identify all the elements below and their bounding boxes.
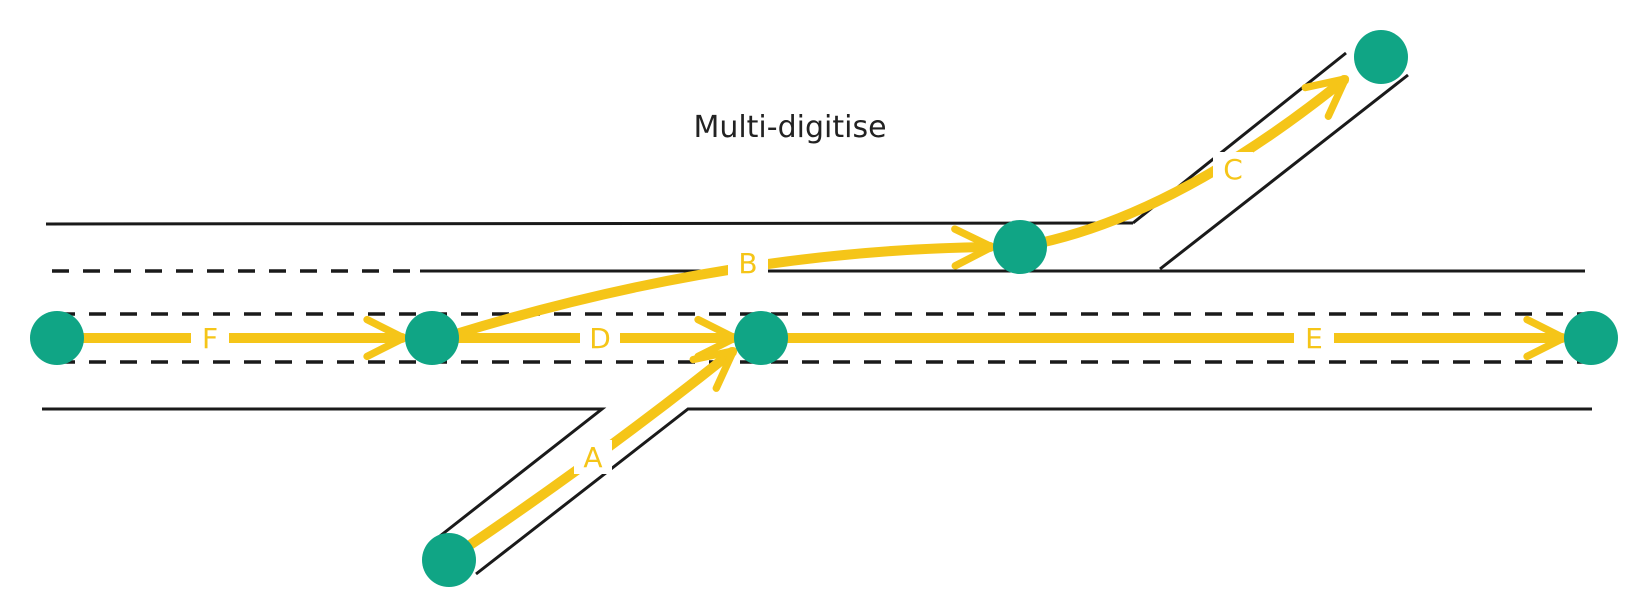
edge-labels: F D E B C A xyxy=(191,152,1334,474)
edge-b-arrow xyxy=(451,225,996,339)
edge-f-label-bg xyxy=(191,322,229,354)
edge-c-label-bg xyxy=(1213,152,1253,186)
road-bottom-right-edge xyxy=(475,407,1592,576)
edge-d-label: D xyxy=(589,322,611,355)
lane-markings xyxy=(52,269,1585,364)
road-top-edge xyxy=(45,221,1134,226)
edge-a-label-bg xyxy=(574,440,612,474)
edge-e-label: E xyxy=(1305,322,1323,355)
node-b-c-junction xyxy=(993,220,1047,274)
edge-d-label-bg xyxy=(580,322,620,354)
edge-a-label: A xyxy=(583,441,602,474)
node-f-d-junction xyxy=(405,311,459,365)
edge-e-label-bg xyxy=(1294,322,1334,354)
node-d-e-junction xyxy=(734,311,788,365)
edge-b-label-bg xyxy=(728,246,768,280)
edge-f-label: F xyxy=(202,322,218,355)
edge-c-arrow xyxy=(1035,75,1350,248)
node-east-end xyxy=(1564,311,1618,365)
edge-b-label: B xyxy=(738,247,757,280)
road-edges xyxy=(42,51,1592,576)
diagram-title: Multi-digitise xyxy=(693,110,887,145)
edge-c-label: C xyxy=(1223,153,1243,186)
route-arrows xyxy=(55,75,1568,550)
node-c-end xyxy=(1354,30,1408,84)
ramp-c-inner-edge xyxy=(1159,73,1409,271)
node-a-start xyxy=(422,533,476,587)
road-bottom-left-edge xyxy=(42,407,607,538)
nodes xyxy=(30,30,1618,587)
node-west-end xyxy=(30,311,84,365)
